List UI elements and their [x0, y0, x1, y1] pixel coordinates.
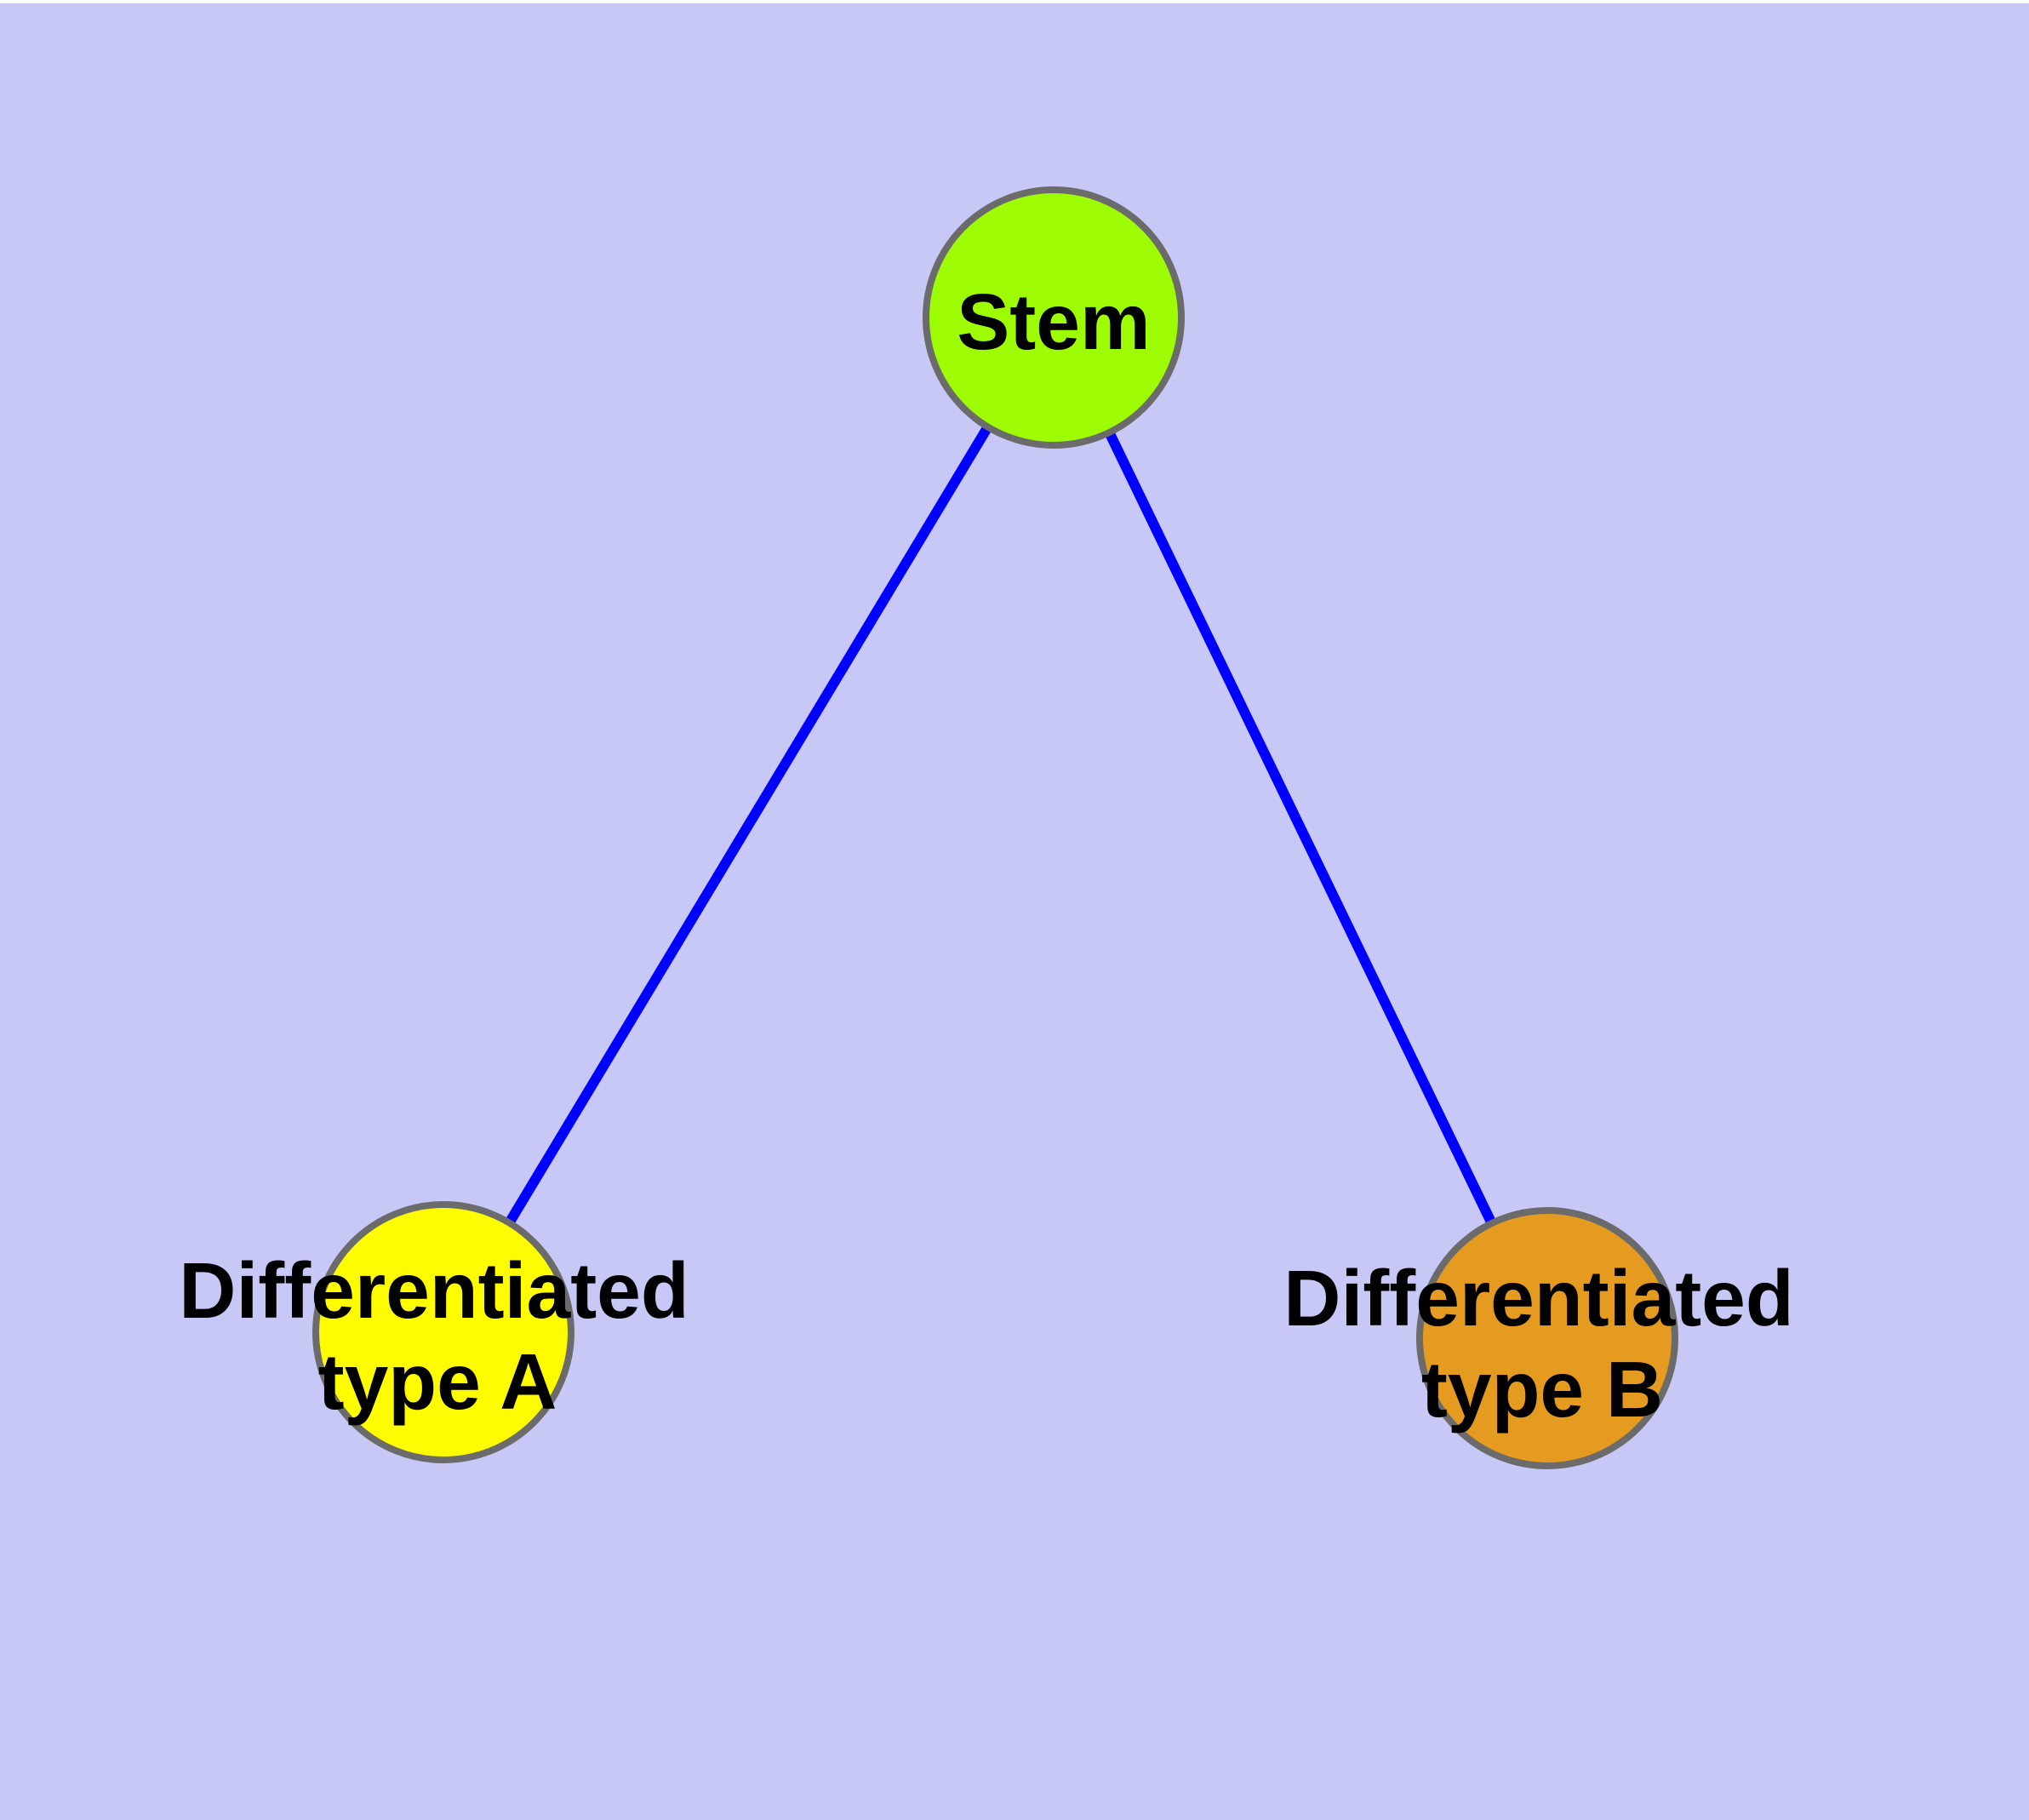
edge-stem-to-type-b [1049, 315, 1552, 1341]
edge-stem-to-type-a [438, 314, 1059, 1336]
node-type-b-label-line2: type B [1421, 1345, 1663, 1434]
node-type-a-label-line1: Differentiated [179, 1246, 689, 1335]
node-type-a-circle [312, 1201, 574, 1463]
node-stem-circle [923, 186, 1185, 449]
node-stem-label: Stem [957, 278, 1150, 366]
node-type-b-circle [1416, 1207, 1678, 1469]
node-type-b-label-line1: Differentiated [1283, 1254, 1793, 1342]
node-type-a-label-line2: type A [318, 1337, 557, 1426]
